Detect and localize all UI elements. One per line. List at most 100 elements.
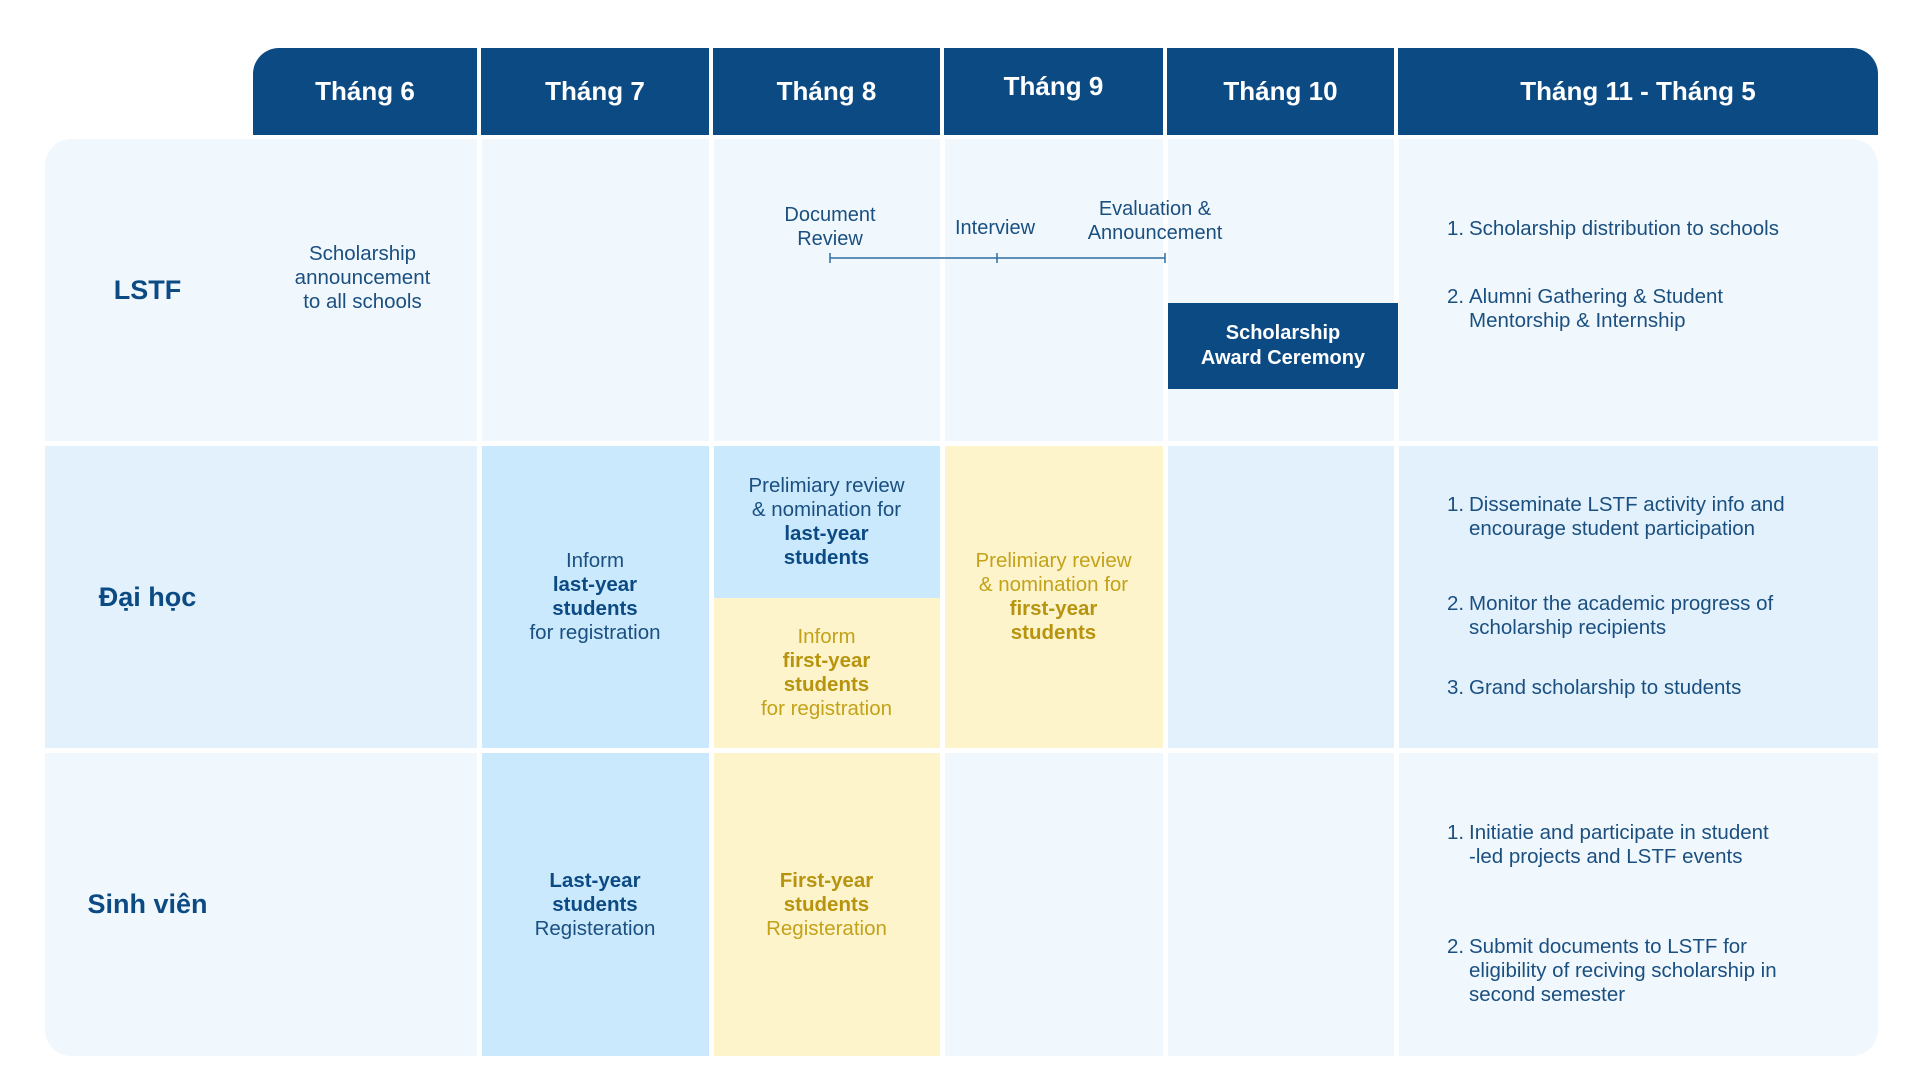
text-line: Submit documents to LSTF for — [1469, 935, 1748, 958]
text-line: Mentorship & Internship — [1469, 309, 1686, 332]
text-line: students — [1010, 621, 1097, 644]
text-line: scholarship recipients — [1469, 616, 1667, 639]
header-divider — [709, 48, 713, 135]
text-line: second semester — [1469, 983, 1626, 1006]
cell-sinhvien-thang8 — [713, 753, 940, 1056]
header-divider — [477, 48, 481, 135]
text-line: first-year — [782, 649, 871, 672]
list-number: 3. — [1447, 676, 1465, 699]
text-line: students — [552, 892, 638, 916]
text-line: first-year — [1009, 597, 1098, 620]
text-line: Award Ceremony — [1200, 347, 1366, 369]
row-divider — [45, 748, 1878, 753]
award-ceremony-box: Scholarship Award Ceremony — [1168, 303, 1398, 389]
column-divider — [940, 139, 945, 1056]
list-number: 2. — [1447, 935, 1465, 958]
text-line: Last-year — [549, 868, 641, 892]
text-line: Announcement — [1087, 222, 1223, 244]
cell-daihoc-thang9 — [944, 446, 1163, 748]
list-item: 2. Submit documents to LSTF for eligibil… — [1447, 935, 1867, 1007]
daihoc-activity-list: 1. Disseminate LSTF activity info and en… — [1447, 493, 1867, 700]
text-line: Review — [797, 228, 863, 250]
sinhvien-thang8-text: First-year students Registeration — [713, 753, 940, 1056]
text-line: students — [552, 597, 638, 620]
column-divider — [1394, 139, 1399, 1056]
header-divider — [940, 48, 944, 135]
text-line: Inform — [565, 549, 625, 572]
text-line: to all schools — [303, 290, 422, 313]
text-line: encourage student participation — [1469, 517, 1756, 540]
text-line: last-year — [784, 522, 869, 545]
text-line: Prelimiary review — [748, 474, 905, 497]
header-month-9: Tháng 9 — [1003, 71, 1104, 101]
column-divider — [477, 139, 482, 1056]
text-line: Disseminate LSTF activity info and — [1469, 493, 1785, 516]
timeline-line — [829, 253, 1166, 263]
text-line: & nomination for — [751, 498, 902, 521]
timeline-label-interview: Interview — [954, 217, 1036, 239]
header-divider — [1163, 48, 1167, 135]
list-number: 2. — [1447, 592, 1465, 615]
column-divider — [1163, 139, 1168, 1056]
list-item: 2. Alumni Gathering & Student Mentorship… — [1447, 285, 1867, 333]
text-line: Grand scholarship to students — [1469, 676, 1742, 699]
row-label-lstf: LSTF — [113, 274, 182, 305]
text-line: Registeration — [766, 916, 887, 940]
text-line: Registeration — [534, 916, 656, 940]
text-line: Scholarship — [1225, 322, 1341, 344]
text-line: Alumni Gathering & Student — [1469, 285, 1724, 308]
text-line: First-year — [779, 868, 874, 892]
row-label-daihoc: Đại học — [98, 581, 197, 612]
header-month-6: Tháng 6 — [315, 76, 415, 106]
cell-daihoc-thang8-bottom — [713, 598, 940, 748]
text-line: -led projects and LSTF events — [1469, 845, 1743, 868]
text-line: for registration — [529, 621, 661, 644]
text-line: Scholarship — [308, 242, 417, 265]
daihoc-thang8-bottom-text: Inform first-year students for registrat… — [713, 598, 940, 748]
lstf-activity-list: 1. Scholarship distribution to schools 2… — [1447, 217, 1867, 333]
text-line: students — [783, 673, 870, 696]
cell-daihoc-thang8-top — [713, 446, 940, 598]
cell-daihoc-thang7 — [481, 446, 709, 748]
row-divider — [45, 441, 1878, 446]
daihoc-thang8-top-text: Prelimiary review & nomination for last-… — [713, 446, 940, 598]
daihoc-thang7-text: Inform last-year students for registrati… — [481, 446, 709, 748]
header-divider — [1394, 48, 1398, 135]
timeline-label-document-review: Document Review — [740, 203, 920, 251]
month-header-bar — [253, 48, 1878, 135]
list-item: 3. Grand scholarship to students — [1447, 676, 1867, 700]
text-line: Scholarship distribution to schools — [1469, 217, 1779, 240]
list-number: 2. — [1447, 285, 1465, 308]
lstf-announcement-text: Scholarship announcement to all schools — [250, 236, 475, 320]
list-number: 1. — [1447, 217, 1465, 240]
text-line: Monitor the academic progress of — [1469, 592, 1774, 615]
list-item: 2. Monitor the academic progress of scho… — [1447, 592, 1867, 640]
text-line: students — [783, 892, 870, 916]
text-line: Evaluation & — [1098, 198, 1212, 220]
sinhvien-activity-list: 1. Initiatie and participate in student … — [1447, 821, 1867, 1007]
list-item: 1. Scholarship distribution to schools — [1447, 217, 1867, 241]
sinhvien-thang7-text: Last-year students Registeration — [481, 753, 709, 1056]
list-item: 1. Initiatie and participate in student … — [1447, 821, 1867, 869]
column-divider — [709, 139, 714, 1056]
list-item: 1. Disseminate LSTF activity info and en… — [1447, 493, 1867, 541]
cell-sinhvien-thang7 — [481, 753, 709, 1056]
text-line: Inform — [797, 625, 856, 648]
text-line: last-year — [552, 573, 638, 596]
header-month-8: Tháng 8 — [776, 76, 877, 106]
text-line: Prelimiary review — [975, 549, 1132, 572]
text-line: & nomination for — [978, 573, 1129, 596]
list-number: 1. — [1447, 821, 1465, 844]
list-number: 1. — [1447, 493, 1465, 516]
text-line: eligibility of reciving scholarship in — [1469, 959, 1777, 982]
timeline-label-evaluation: Evaluation & Announcement — [1060, 197, 1250, 245]
header-month-11-5: Tháng 11 - Tháng 5 — [1520, 76, 1756, 106]
header-month-10: Tháng 10 — [1223, 76, 1338, 106]
text-line: Document — [784, 204, 876, 226]
text-line: for registration — [760, 697, 893, 720]
text-line: students — [783, 546, 870, 569]
text-line: announcement — [294, 266, 431, 289]
header-month-7: Tháng 7 — [545, 76, 645, 106]
row-label-sinhvien: Sinh viên — [87, 889, 208, 919]
daihoc-thang9-text: Prelimiary review & nomination for first… — [944, 446, 1163, 748]
